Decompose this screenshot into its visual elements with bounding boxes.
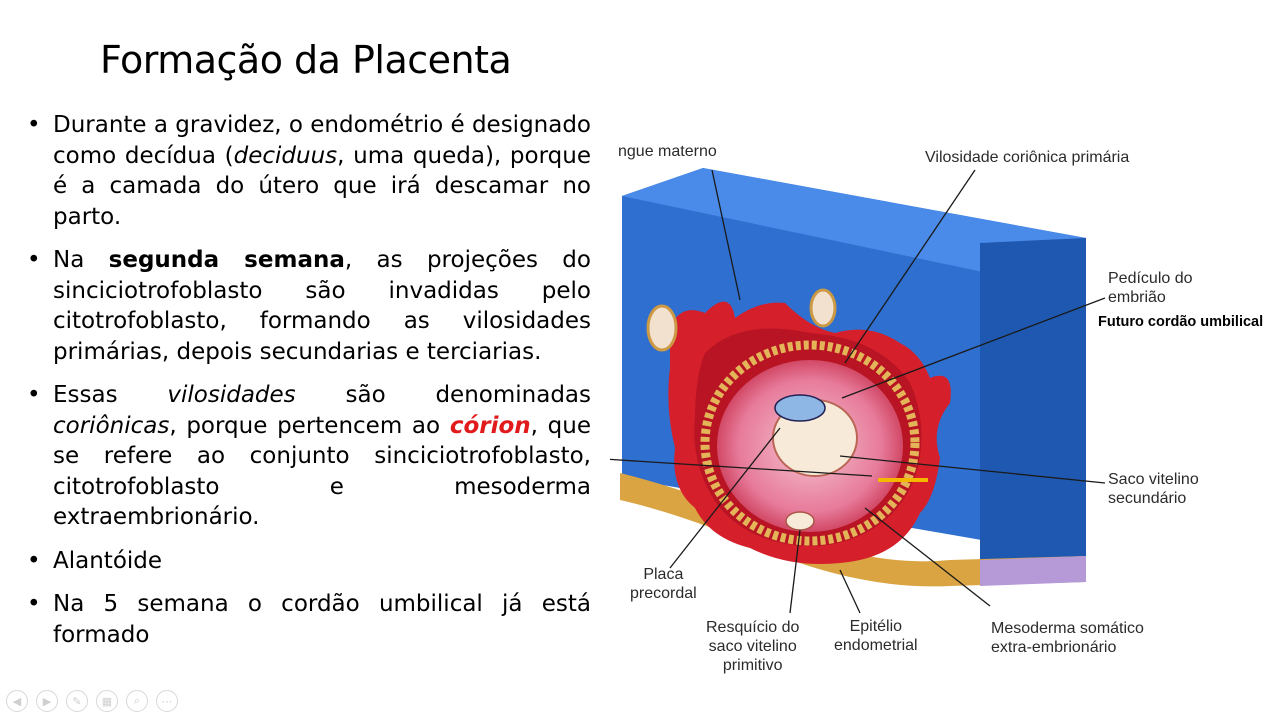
next-icon[interactable]: ▶: [36, 690, 58, 712]
wall-top: [622, 168, 1086, 276]
bullet-item: Durante a gravidez, o endométrio é desig…: [25, 110, 591, 232]
bullet-text: , as projeções do sinciciotrofoblasto sã…: [53, 247, 591, 365]
label-line: embrião: [1108, 289, 1166, 306]
label-maternal-blood: ngue materno: [618, 143, 717, 160]
slides-icon[interactable]: ▦: [96, 690, 118, 712]
label-embryo-stalk: Pedículo do embrião: [1108, 269, 1193, 307]
label-line: Resquício do: [706, 619, 800, 636]
label-line: Saco vitelino: [1108, 471, 1199, 488]
bullet-item: Essas vilosidades são denominadas coriôn…: [25, 380, 591, 533]
primitive-yolk-remnant: [785, 511, 815, 531]
bullet-text: , porque pertencem ao: [169, 412, 450, 439]
label-endometrial-epithelium: Epitélio endometrial: [834, 617, 918, 655]
label-line: secundário: [1108, 490, 1187, 507]
bullet-text: são denominadas: [295, 382, 591, 408]
label-line: endometrial: [834, 637, 918, 654]
label-line: Pedículo do: [1108, 270, 1193, 287]
bullet-text: Essas: [53, 382, 168, 408]
highlight-term: córion: [449, 412, 531, 439]
label-somatic-mesoderm: Mesoderma somático extra-embrionário: [991, 619, 1144, 657]
label-line: Placa: [643, 566, 684, 583]
bold-term: segunda semana: [108, 247, 345, 273]
bullet-text: Na: [53, 247, 109, 273]
label-primary-villus: Vilosidade coriônica primária: [925, 149, 1130, 166]
annotation-umbilical-cord: Futuro cordão umbilical: [1098, 314, 1264, 330]
label-prechordal-plate: Placa precordal: [630, 565, 697, 603]
placenta-figure: ngue materno Vilosidade coriônica primár…: [587, 128, 1280, 688]
villus: [809, 288, 837, 328]
trophoblast-cells: [700, 340, 920, 546]
epithelium-side: [980, 556, 1086, 586]
more-icon[interactable]: ⋯: [156, 690, 178, 712]
prev-icon[interactable]: ◀: [6, 690, 28, 712]
embryonic-disc: [774, 394, 826, 422]
slideshow-toolbar: ◀ ▶ ✎ ▦ ⌕ ⋯: [6, 690, 178, 712]
bullet-item: Alantóide: [25, 546, 591, 577]
bullet-list: Durante a gravidez, o endométrio é desig…: [25, 110, 591, 650]
bullet-item: Na 5 semana o cordão umbilical já está f…: [25, 589, 591, 650]
label-line: saco vitelino: [708, 638, 797, 655]
pen-icon[interactable]: ✎: [66, 690, 88, 712]
label-line: precordal: [630, 585, 697, 602]
bullet-text: Alantóide: [53, 547, 163, 574]
placenta-illustration: [587, 168, 1106, 614]
label-line: extra-embrionário: [991, 639, 1117, 656]
wall-side: [980, 238, 1086, 566]
leader-lines: [587, 169, 1106, 614]
italic-term: vilosidades: [167, 382, 296, 408]
slide-title: Formação da Placenta: [100, 38, 512, 82]
label-secondary-yolk-sac: Saco vitelino secundário: [1108, 470, 1199, 508]
bullet-text: Na 5 semana o cordão umbilical já está f…: [53, 591, 591, 648]
bullet-text: , uma queda), porque é a camada do útero…: [53, 142, 591, 230]
bullet-text: Durante a gravidez, o endométrio é desig…: [53, 112, 592, 169]
latin-term: deciduus: [233, 142, 338, 169]
villus: [646, 304, 678, 352]
label-primitive-yolk-remnant: Resquício do saco vitelino primitivo: [706, 618, 799, 675]
label-line: primitivo: [722, 657, 783, 674]
zoom-icon[interactable]: ⌕: [126, 690, 148, 712]
label-line: Epitélio: [849, 618, 903, 635]
italic-term: coriônicas: [53, 412, 170, 439]
bullet-text: , que se refere ao conjunto sinciciotrof…: [53, 412, 591, 531]
bullet-item: Na segunda semana, as projeções do sinci…: [25, 245, 591, 367]
label-line: Mesoderma somático: [991, 620, 1144, 637]
